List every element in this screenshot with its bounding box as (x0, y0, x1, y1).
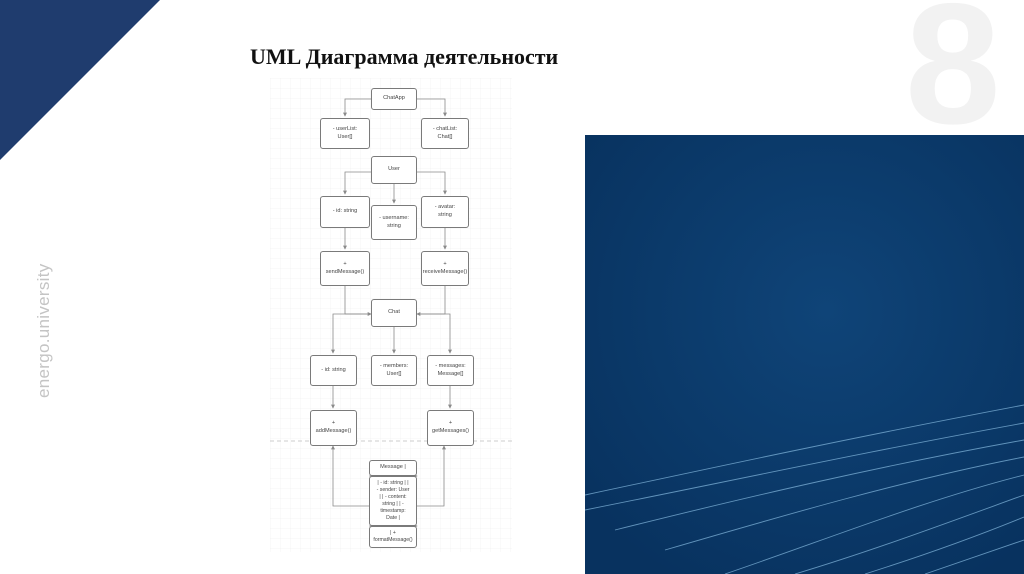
node-get-messages: + getMessages() (427, 410, 474, 446)
node-user-id: - id: string (320, 196, 370, 228)
message-method: | + formatMessage() (369, 526, 417, 548)
slide-number: 8 (905, 0, 1001, 150)
brand-watermark: energo.university (34, 263, 54, 398)
node-avatar: - avatar: string (421, 196, 469, 228)
node-user: User (371, 156, 417, 184)
node-username: - username: string (371, 205, 417, 240)
message-fields: | - id: string | | - sender: User | | - … (369, 476, 417, 526)
node-members: - members: User[] (371, 355, 417, 386)
corner-triangle (0, 0, 160, 160)
node-userlist: - userList: User[] (320, 118, 370, 149)
node-add-message: + addMessage() (310, 410, 357, 446)
message-header: Message | (369, 460, 417, 476)
slide-title: UML Диаграмма деятельности (250, 44, 558, 70)
node-chatlist: - chatList: Chat[] (421, 118, 469, 149)
uml-diagram: ChatApp - userList: User[] - chatList: C… (270, 78, 512, 552)
node-chatapp: ChatApp (371, 88, 417, 110)
node-chat: Chat (371, 299, 417, 327)
node-messages: - messages: Message[] (427, 355, 474, 386)
node-send-message: + sendMessage() (320, 251, 370, 286)
node-chat-id: - id: string (310, 355, 357, 386)
node-receive-message: + receiveMessage() (421, 251, 469, 286)
decorative-blue-panel (585, 135, 1024, 574)
node-message-class: Message | | - id: string | | - sender: U… (369, 460, 417, 548)
